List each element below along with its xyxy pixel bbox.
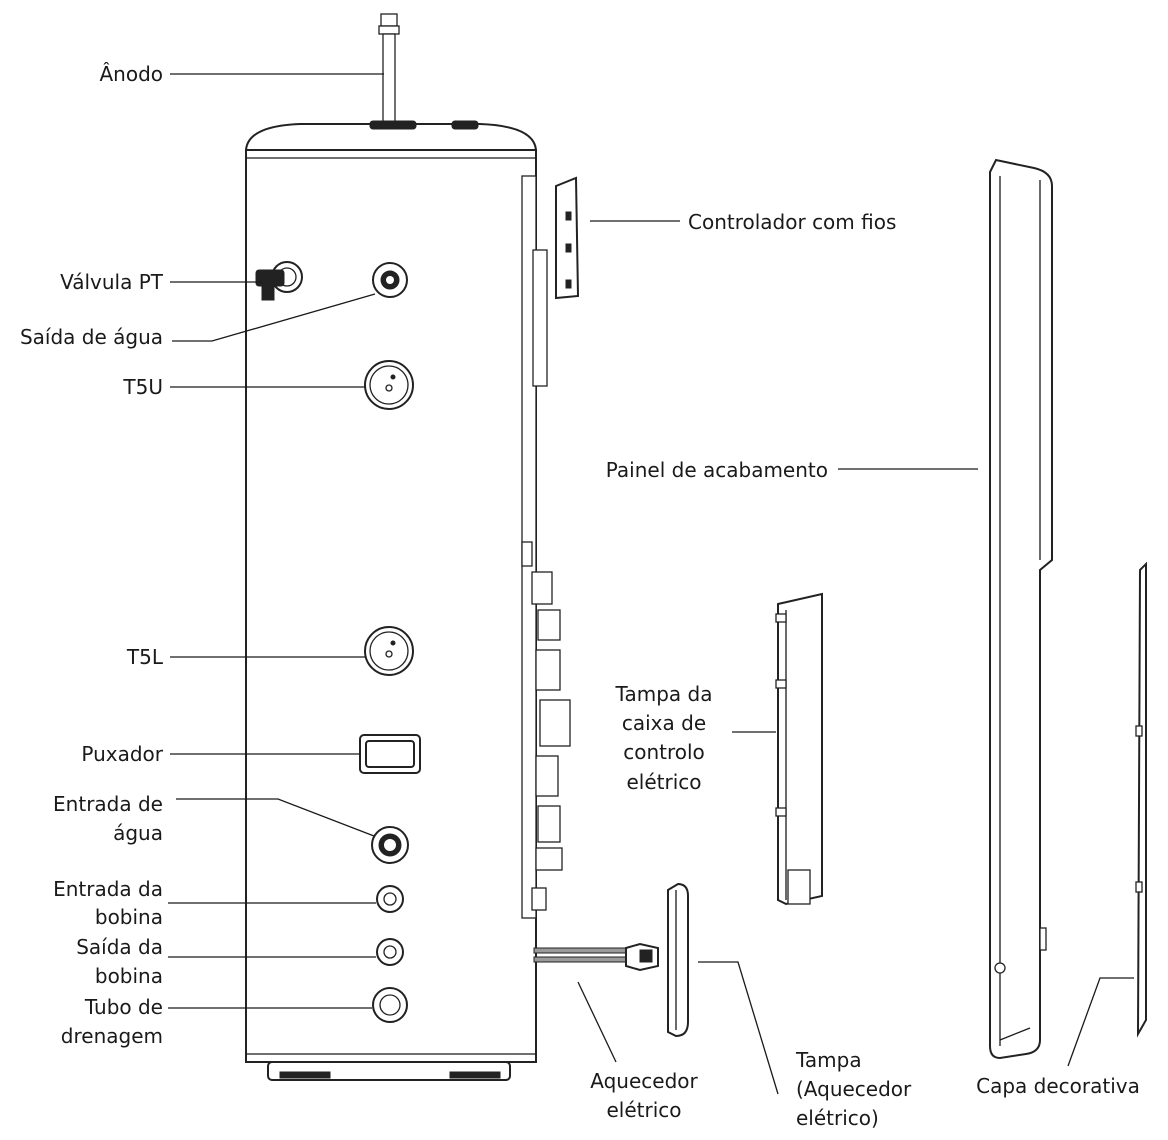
label-painel: Painel de acabamento bbox=[606, 458, 828, 482]
label-saida-agua: Saída de água bbox=[20, 325, 163, 349]
coil-outlet bbox=[376, 938, 404, 966]
label-entrada-bobina-1: Entrada da bbox=[53, 877, 163, 901]
label-tampa-aquecedor-1: Tampa bbox=[795, 1048, 862, 1072]
wired-controller bbox=[555, 176, 580, 300]
t5l-sensor bbox=[364, 626, 414, 676]
label-tampa-caixa-2: caixa de bbox=[622, 711, 706, 735]
label-aquecedor-2: elétrico bbox=[606, 1098, 681, 1122]
label-tubo-drenagem-1: Tubo de bbox=[84, 995, 163, 1019]
label-tampa-aquecedor-2: (Aquecedor bbox=[796, 1077, 912, 1101]
label-entrada-agua-1: Entrada de bbox=[53, 792, 163, 816]
anode-rod bbox=[378, 13, 400, 123]
label-valvula-pt: Válvula PT bbox=[60, 270, 164, 294]
control-box-side bbox=[531, 571, 571, 911]
leader-lines bbox=[168, 73, 1134, 1095]
label-anodo: Ânodo bbox=[99, 62, 163, 86]
drain-pipe bbox=[372, 987, 408, 1023]
label-controlador: Controlador com fios bbox=[688, 210, 896, 234]
label-tampa-caixa-3: controlo bbox=[623, 740, 705, 764]
label-tampa-caixa-1: Tampa da bbox=[615, 682, 713, 706]
label-t5u: T5U bbox=[122, 375, 163, 399]
label-tampa-aquecedor-3: elétrico) bbox=[796, 1106, 879, 1130]
label-capa: Capa decorativa bbox=[976, 1074, 1140, 1098]
label-tubo-drenagem-2: drenagem bbox=[61, 1024, 163, 1048]
electric-heater bbox=[533, 942, 659, 972]
label-tampa-caixa-4: elétrico bbox=[626, 770, 701, 794]
pt-valve bbox=[255, 261, 303, 301]
label-saida-bobina-1: Saída da bbox=[76, 935, 163, 959]
labels: Ânodo Válvula PT Saída de água T5U T5L P… bbox=[20, 62, 1140, 1130]
tank bbox=[244, 13, 571, 1081]
water-outlet bbox=[372, 262, 408, 298]
label-entrada-bobina-2: bobina bbox=[95, 905, 163, 929]
heater-cover bbox=[667, 882, 689, 1038]
finishing-panel bbox=[989, 158, 1053, 1060]
label-puxador: Puxador bbox=[81, 742, 163, 766]
label-t5l: T5L bbox=[126, 645, 164, 669]
handle bbox=[359, 734, 421, 774]
label-saida-bobina-2: bobina bbox=[95, 964, 163, 988]
coil-inlet bbox=[376, 885, 404, 913]
t5u-sensor bbox=[364, 360, 414, 410]
label-aquecedor-1: Aquecedor bbox=[590, 1069, 698, 1093]
control-box-cover bbox=[775, 592, 823, 906]
water-inlet bbox=[371, 826, 409, 864]
label-entrada-agua-2: água bbox=[113, 821, 163, 845]
decorative-cover bbox=[1135, 561, 1147, 1038]
